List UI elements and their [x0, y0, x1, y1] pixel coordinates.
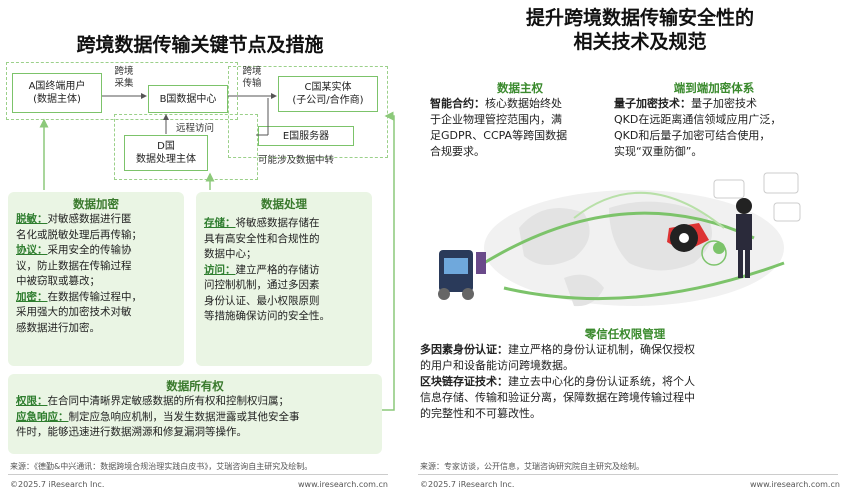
node-d-line1: D国: [157, 141, 175, 152]
node-e-server: E国服务器: [258, 126, 354, 146]
block-zero-trust: 零信任权限管理 多因素身份认证：建立严格的身份认证机制，确保仅授权 的用户和设备…: [420, 326, 830, 422]
left-url: www.iresearch.com.cn: [298, 480, 388, 489]
e2e-l1: 量子加密技术: [691, 97, 757, 110]
proc-0-t1: 将敏感数据存储在: [235, 217, 320, 229]
block-data-sovereignty: 数据主权 智能合约：核心数据始终处 于企业物理管控范围内，满 足GDPR、CCP…: [430, 80, 610, 160]
left-source: 来源：《德勤&中兴通讯：数据跨境合规治理实践白皮书》，艾瑞咨询自主研究及绘制。: [10, 462, 313, 471]
node-a-line2: (数据主体): [33, 94, 81, 105]
proc-1-t2: 问控制机制，通过多因素: [204, 279, 320, 291]
kw-emergency: 应急响应：: [16, 410, 69, 423]
enc-2-t3: 感数据进行加密。: [16, 321, 100, 334]
edge-cross-transfer-2: 传输: [242, 78, 262, 89]
proc-0-t2: 具有高安全性和合规性的: [204, 232, 320, 245]
node-a-terminal-user: A国终端用户 (数据主体): [12, 73, 102, 113]
node-c-line1: C国某实体: [304, 82, 352, 93]
ownership-title: 数据所有权: [166, 379, 224, 393]
edge-remote-access: 远程访问: [176, 123, 215, 134]
right-title-line2: 相关技术及规范: [573, 31, 707, 53]
node-b-data-center: B国数据中心: [148, 85, 228, 113]
flow-arrows: [39, 93, 395, 411]
block-e2e-encryption: 端到端加密体系 量子加密技术：量子加密技术 QKD在远距离通信领域应用广泛， Q…: [614, 80, 814, 160]
encryption-title: 数据加密: [73, 197, 119, 211]
right-title-line1: 提升跨境数据传输安全性的: [525, 7, 754, 29]
node-c-line2: (子公司/合作商): [292, 95, 364, 106]
dashed-group-d: [114, 114, 258, 180]
zt-b3: 的完整性和不可篡改性。: [420, 407, 541, 420]
enc-0-t2: 名化或脱敏处理后再传输；: [16, 228, 142, 241]
encryption-item-desensitize: 脱敏：对敏感数据进行匿名化或脱敏处理后再传输；: [16, 212, 176, 243]
proc-1-t1: 建立严格的存储访: [235, 263, 320, 276]
node-c-entity: C国某实体 (子公司/合作商): [278, 76, 378, 112]
right-source: 来源：专家访谈，公开信息，艾瑞咨询研究院自主研究及绘制。: [420, 462, 644, 471]
node-a-line1: A国终端用户: [28, 81, 86, 92]
proc-1-t3: 身份认证、最小权限原则: [204, 294, 320, 307]
kw-quantum: 量子加密技术：: [614, 97, 691, 110]
kw-mfa: 多因素身份认证：: [420, 343, 508, 356]
kw-desensitize: 脱敏：: [16, 213, 48, 225]
e2e-l3: QKD和后量子加密可结合使用，: [614, 129, 771, 142]
ownership-item-rights: 权限：在合同中清晰界定敏感数据的所有权和控制权归属；: [16, 394, 374, 410]
enc-1-t1: 采用安全的传输协: [47, 244, 132, 256]
edge-cross-collect: 跨境 采集: [106, 66, 142, 90]
zero-trust-title: 零信任权限管理: [584, 327, 666, 341]
e2e-l2: QKD在远距离通信领域应用广泛，: [614, 113, 782, 126]
e2e-title: 端到端加密体系: [673, 81, 755, 95]
kw-storage: 存储：: [204, 217, 236, 229]
enc-2-t1: 在数据传输过程中，: [47, 290, 143, 303]
encryption-item-protocol: 协议：采用安全的传输协议，防止数据在传输过程中被窃取或篡改；: [16, 243, 176, 290]
edge-cross-collect-1: 跨境: [114, 66, 134, 77]
right-copyright: ©2025.7 iResearch Inc.: [420, 480, 515, 489]
zt-b2: 信息存储、传输和验证分离，保障数据在跨境传输过程中: [420, 391, 695, 404]
processing-title: 数据处理: [261, 197, 307, 211]
dashed-group-ab: [6, 62, 238, 120]
kw-encrypt: 加密：: [16, 290, 48, 303]
kw-access: 访问：: [204, 263, 236, 276]
kw-blockchain: 区块链存证技术：: [420, 375, 508, 388]
right-url: www.iresearch.com.cn: [750, 480, 840, 489]
processing-item-access: 访问：建立严格的存储访问控制机制，通过多因素身份认证、最小权限原则等措施确保访问…: [204, 263, 364, 325]
right-footer-divider: [418, 474, 838, 475]
world-map-illustration: [438, 172, 801, 307]
node-d-line2: 数据处理主体: [136, 154, 196, 165]
enc-0-t1: 对敏感数据进行匿: [47, 213, 132, 225]
enc-1-t2: 议，防止数据在传输过程: [16, 259, 132, 272]
own-0-t1: 在合同中清晰界定敏感数据的所有权和控制权归属；: [47, 395, 290, 407]
proc-1-t4: 等措施确保访问的安全性。: [204, 310, 330, 322]
sov-l1: 核心数据始终处: [485, 97, 562, 110]
sovereignty-title: 数据主权: [497, 81, 543, 95]
node-d-processor: D国 数据处理主体: [124, 135, 208, 171]
processing-item-storage: 存储：将敏感数据存储在具有高安全性和合规性的数据中心；: [204, 216, 364, 263]
zt-a2: 的用户和设备能访问跨境数据。: [420, 359, 574, 372]
sov-l2: 于企业物理管控范围内，满: [430, 113, 562, 126]
edge-cross-transfer-1: 跨境: [242, 66, 262, 77]
kw-smart-contract: 智能合约：: [430, 97, 485, 110]
edge-cross-collect-2: 采集: [114, 78, 134, 89]
own-1-t2: 件时，能够迅速进行数据溯源和修复漏洞等操作。: [16, 426, 247, 438]
zt-b1: 建立去中心化的身份认证系统，将个人: [508, 375, 695, 388]
sov-l3: 足GDPR、CCPA等跨国数据: [430, 129, 568, 142]
ownership-item-emergency: 应急响应：制定应急响应机制，当发生数据泄露或其他安全事件时，能够迅速进行数据溯源…: [16, 410, 374, 441]
sov-l4: 合规要求。: [430, 145, 485, 158]
enc-1-t3: 中被窃取或篡改；: [16, 275, 100, 287]
panel-data-processing: 数据处理 存储：将敏感数据存储在具有高安全性和合规性的数据中心； 访问：建立严格…: [196, 192, 372, 366]
own-1-t1: 制定应急响应机制，当发生数据泄露或其他安全事: [68, 410, 300, 423]
e2e-l4: 实现“双重防御”。: [614, 145, 703, 158]
node-e-label: E国服务器: [282, 130, 330, 142]
encryption-item-encrypt: 加密：在数据传输过程中， 采用强大的加密技术对敏感数据进行加密。: [16, 290, 176, 337]
node-b-label: B国数据中心: [159, 93, 217, 105]
left-title: 跨境数据传输关键节点及措施: [76, 34, 324, 56]
left-copyright: ©2025.7 iResearch Inc.: [10, 480, 105, 489]
edge-cross-transfer: 跨境 传输: [234, 66, 270, 90]
kw-protocol: 协议：: [16, 244, 48, 256]
left-footer-divider: [8, 474, 388, 475]
panel-data-encryption: 数据加密 脱敏：对敏感数据进行匿名化或脱敏处理后再传输； 协议：采用安全的传输协…: [8, 192, 184, 366]
proc-0-t3: 数据中心；: [204, 248, 257, 260]
panel-data-ownership: 数据所有权 权限：在合同中清晰界定敏感数据的所有权和控制权归属； 应急响应：制定…: [8, 374, 382, 454]
enc-2-t2: 采用强大的加密技术对敏: [16, 306, 132, 318]
edge-relay: 可能涉及数据中转: [258, 155, 335, 166]
right-title: 提升跨境数据传输安全性的 相关技术及规范: [430, 6, 850, 54]
zt-a1: 建立严格的身份认证机制，确保仅授权: [508, 343, 695, 356]
kw-rights: 权限：: [16, 395, 48, 407]
